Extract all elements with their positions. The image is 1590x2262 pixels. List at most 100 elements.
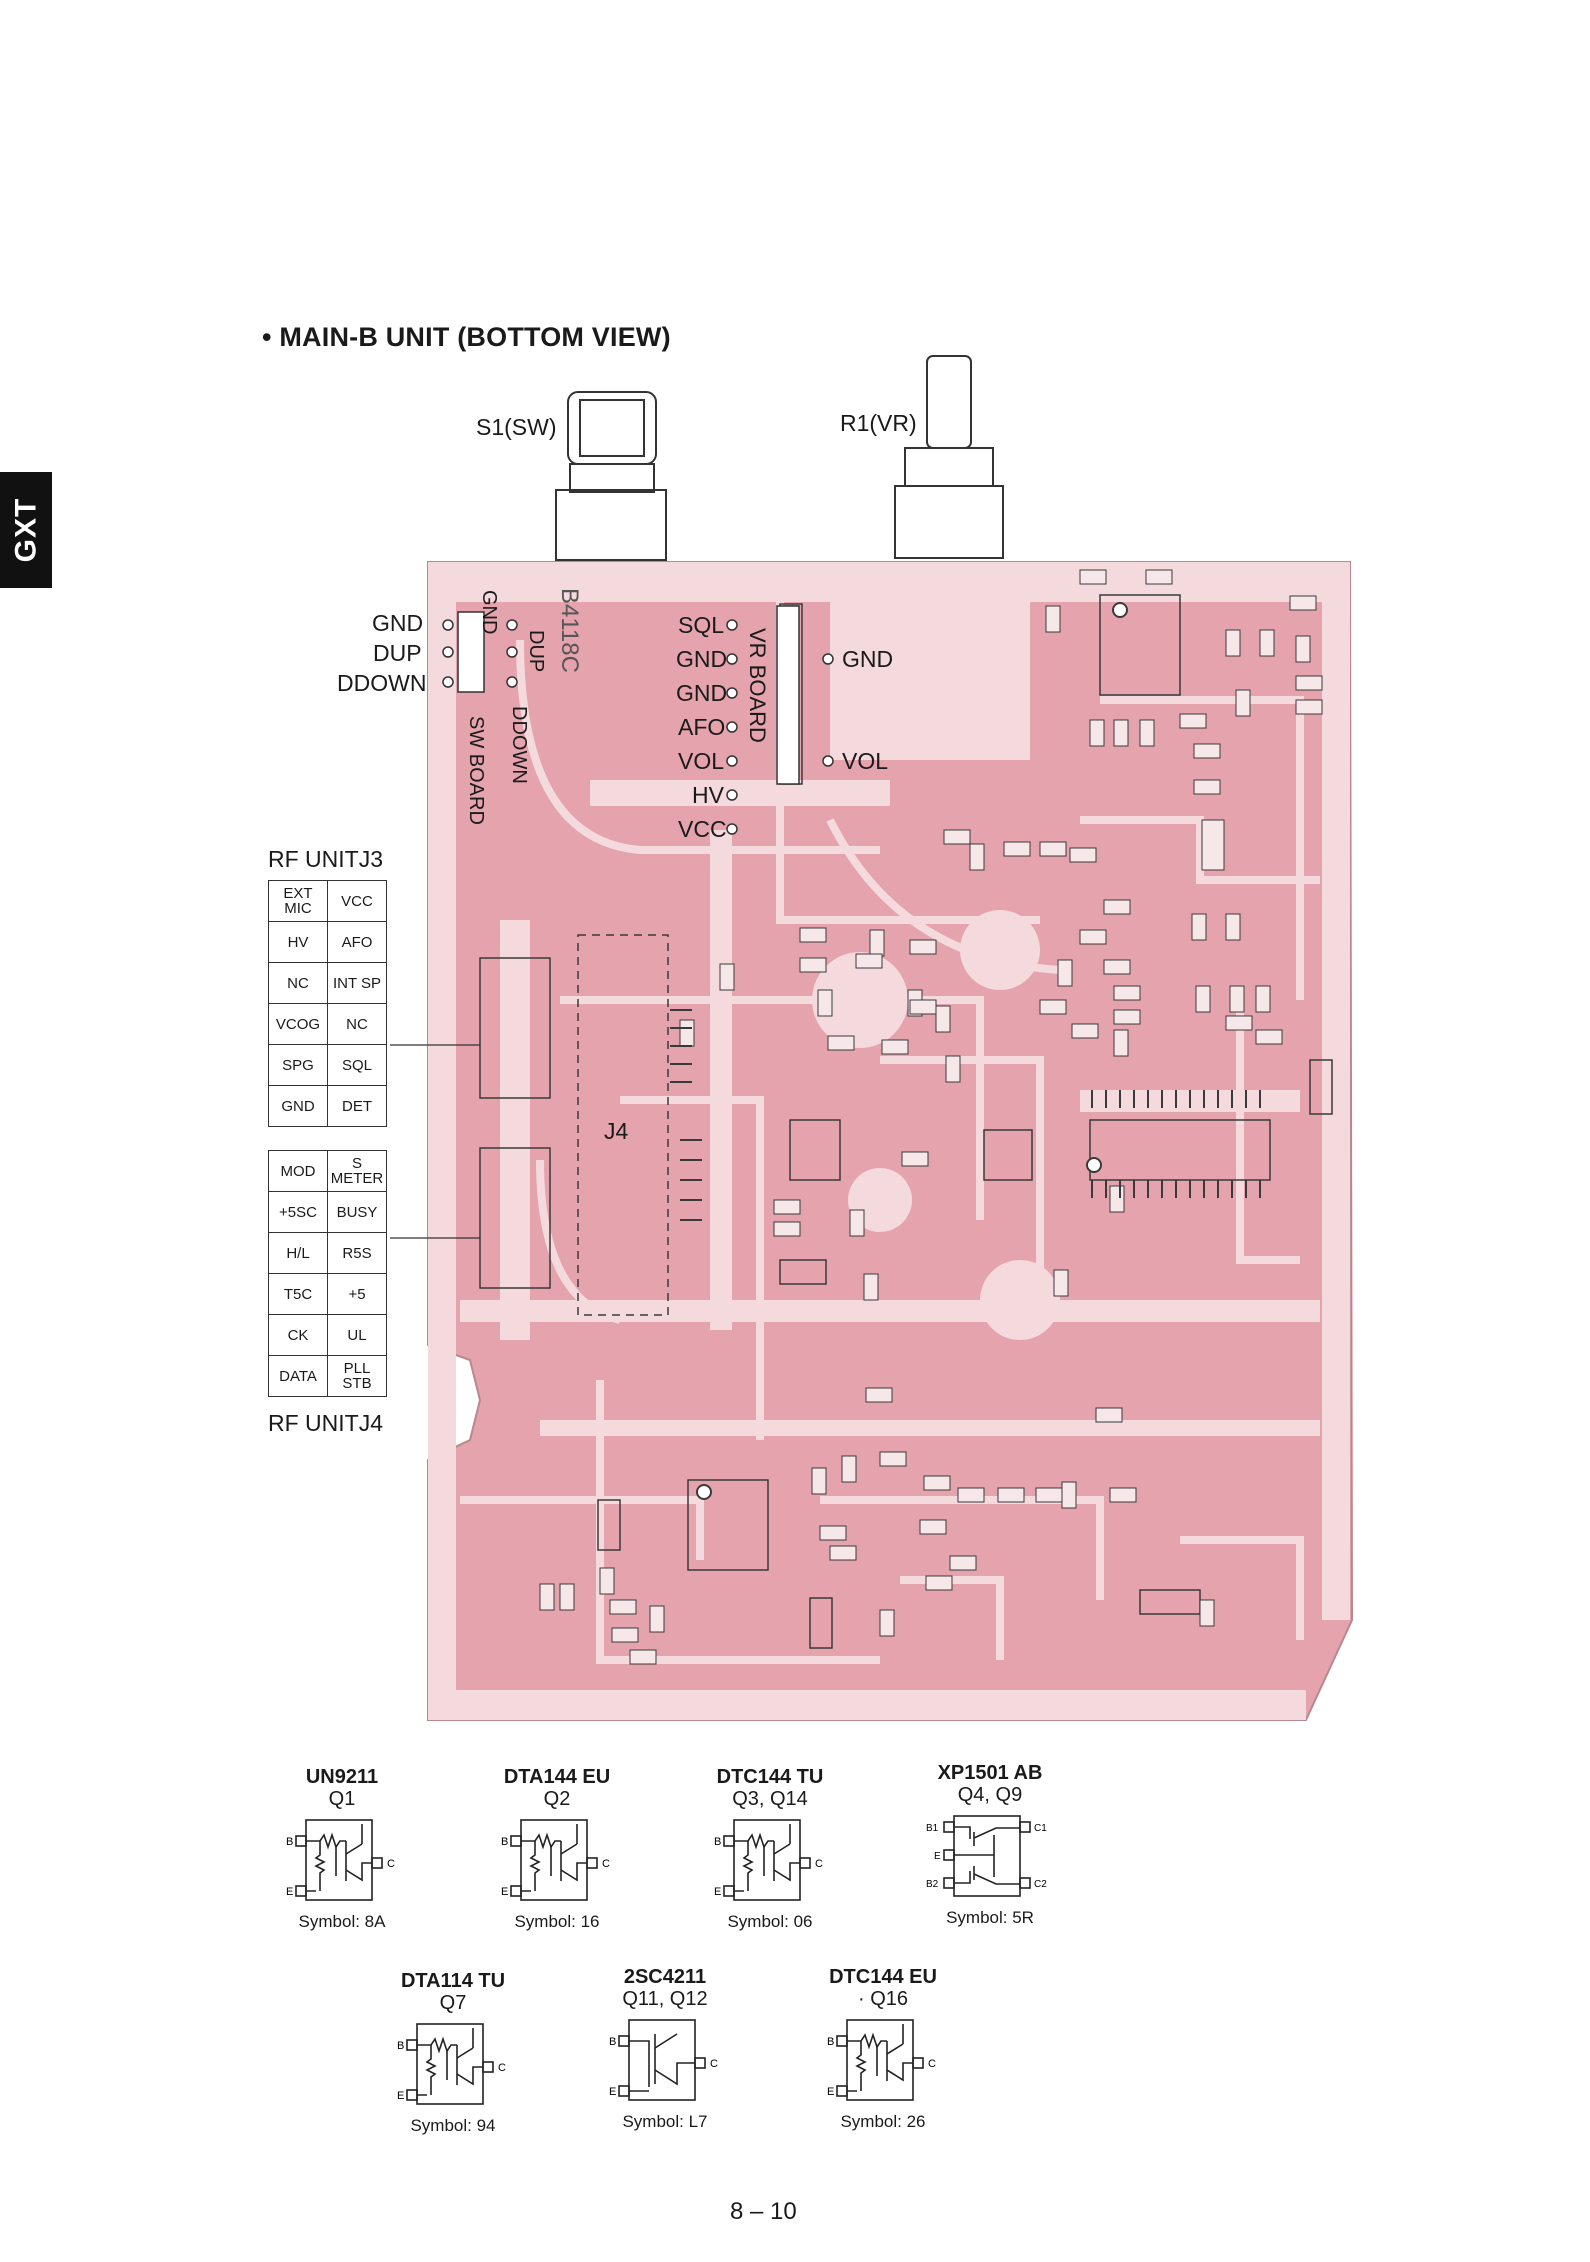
- transistor-ref: Q11, Q12: [622, 1988, 708, 2010]
- pin-e-label: E: [827, 2086, 834, 2098]
- rf-j3-cell: DET: [327, 1085, 387, 1127]
- r1-label: R1(VR): [840, 410, 917, 436]
- pin-e-label: E: [286, 1886, 293, 1898]
- transistor-symbol-code: Symbol: 8A: [298, 1912, 386, 1931]
- pin-c-label: C: [815, 1858, 823, 1870]
- rf-j4-cell: +5: [327, 1273, 387, 1315]
- rf-j4-cell: MOD: [268, 1150, 328, 1192]
- rf-j4-cell: S METER: [327, 1150, 387, 1192]
- pin-c-label: C: [710, 2058, 718, 2070]
- vr-pin-gnd-1: GND: [676, 646, 728, 672]
- rf-j3-title: RF UNITJ3: [268, 846, 383, 872]
- sw-pads: [442, 611, 518, 693]
- page-number: 8 – 10: [730, 2198, 797, 2225]
- pin-b2-label: B2: [926, 1879, 939, 1890]
- transistor-part-number: XP1501 AB: [937, 1762, 1043, 1784]
- pin-c-label: C: [498, 2062, 506, 2074]
- pin-e-label: E: [934, 1851, 941, 1862]
- pin-b-label: B: [609, 2036, 616, 2048]
- vr-strip: [726, 605, 834, 835]
- side-tab: GXT: [0, 472, 52, 588]
- transistor-ref: Q2: [543, 1788, 571, 1810]
- transistor-symbol-code: Symbol: 06: [727, 1912, 813, 1931]
- pin-b-label: B: [397, 2040, 404, 2052]
- vr-pin-gnd-2: GND: [676, 680, 728, 706]
- s1-switch-drawing: [555, 391, 667, 561]
- board-code: B4118C: [556, 588, 583, 673]
- rf-j4-cell: +5SC: [268, 1191, 328, 1233]
- page-title: • MAIN-B UNIT (BOTTOM VIEW): [262, 322, 671, 352]
- pin-e-label: E: [609, 2086, 616, 2098]
- ic-pins: [670, 1009, 1261, 1221]
- vr-board-label: VR BOARD: [745, 628, 770, 743]
- vr-pin-sql: SQL: [678, 612, 725, 638]
- transistor-symbol-code: Symbol: 16: [514, 1912, 600, 1931]
- rf-j3-cell: NC: [268, 962, 328, 1004]
- digital-transistor-icon: B E C: [827, 2019, 936, 2101]
- vr-pin-vol: VOL: [678, 748, 725, 774]
- transistor-symbol-code: Symbol: L7: [622, 2112, 708, 2131]
- pin-b-label: B: [286, 1836, 293, 1848]
- pin-c2-label: C2: [1034, 1879, 1047, 1890]
- transistor-block: DTA114 TU Q7 B E C Symbol: 94: [353, 1970, 553, 2136]
- pin-c-label: C: [928, 2058, 936, 2070]
- transistor-block: DTC144 TU Q3, Q14 B E C Symbol: 06: [670, 1766, 870, 1932]
- transistor-block: DTC144 EU · Q16 B E C Symbol: 26: [783, 1966, 983, 2132]
- rf-j4-cell: DATA: [268, 1355, 328, 1397]
- rf-j3-cell: SQL: [327, 1044, 387, 1086]
- sw-left-label-ddown: DDOWN: [337, 670, 427, 696]
- transistor-symbol-code: Symbol: 26: [840, 2112, 926, 2131]
- transistor-block: XP1501 AB Q4, Q9 B1 E B2 C1 C2 Symbol: 5…: [890, 1762, 1090, 1928]
- trace-regions: [428, 562, 1350, 1720]
- sw-left-label-dup: DUP: [373, 640, 422, 666]
- digital-transistor-icon: B E C: [286, 1819, 395, 1901]
- rf-j4-cell: R5S: [327, 1232, 387, 1274]
- transistor-part-number: DTC144 TU: [716, 1766, 824, 1788]
- dual-transistor-icon: B1 E B2 C1 C2: [926, 1815, 1047, 1897]
- rf-j4-cell: UL: [327, 1314, 387, 1356]
- transistor-ref: · Q16: [857, 1988, 909, 2010]
- digital-transistor-icon: B E C: [501, 1819, 610, 1901]
- rf-j3-cell: GND: [268, 1085, 328, 1127]
- s1-label: S1(SW): [476, 414, 557, 440]
- rf-j3-cell: INT SP: [327, 962, 387, 1004]
- transistor-part-number: DTA114 TU: [400, 1970, 506, 1992]
- pin-c-label: C: [387, 1858, 395, 1870]
- rf-j4-cell: H/L: [268, 1232, 328, 1274]
- pin-b-label: B: [501, 1836, 508, 1848]
- smd-parts: [539, 569, 1323, 1665]
- vr-right-gnd: GND: [842, 646, 894, 672]
- rf-j3-cell: NC: [327, 1003, 387, 1045]
- transistor-ref: Q1: [328, 1788, 356, 1810]
- vr-pin-hv: HV: [692, 782, 724, 808]
- transistor-ref: Q7: [439, 1992, 467, 2014]
- rf-j3-cell: VCC: [327, 880, 387, 922]
- pin-b-label: B: [827, 2036, 834, 2048]
- digital-transistor-icon: B E C: [714, 1819, 823, 1901]
- digital-transistor-icon: B E C: [397, 2023, 506, 2105]
- sw-top-label-dup: DUP: [525, 630, 547, 673]
- transistor-block: 2SC4211 Q11, Q12 B E C Symbol: L7: [565, 1966, 765, 2132]
- rf-j3-cell: EXT MIC: [268, 880, 328, 922]
- rf-j3-cell: AFO: [327, 921, 387, 963]
- transistor-icon: B E C: [609, 2019, 718, 2101]
- sw-top-label-ddown: DDOWN: [508, 706, 530, 784]
- pin-e-label: E: [397, 2090, 404, 2102]
- rf-j3-cell: SPG: [268, 1044, 328, 1086]
- traces: [460, 600, 1320, 1664]
- transistor-symbol-code: Symbol: 5R: [946, 1908, 1034, 1927]
- transistor-part-number: DTA144 EU: [503, 1766, 611, 1788]
- rf-j4-cell: T5C: [268, 1273, 328, 1315]
- vr-pin-vcc: VCC: [678, 816, 727, 842]
